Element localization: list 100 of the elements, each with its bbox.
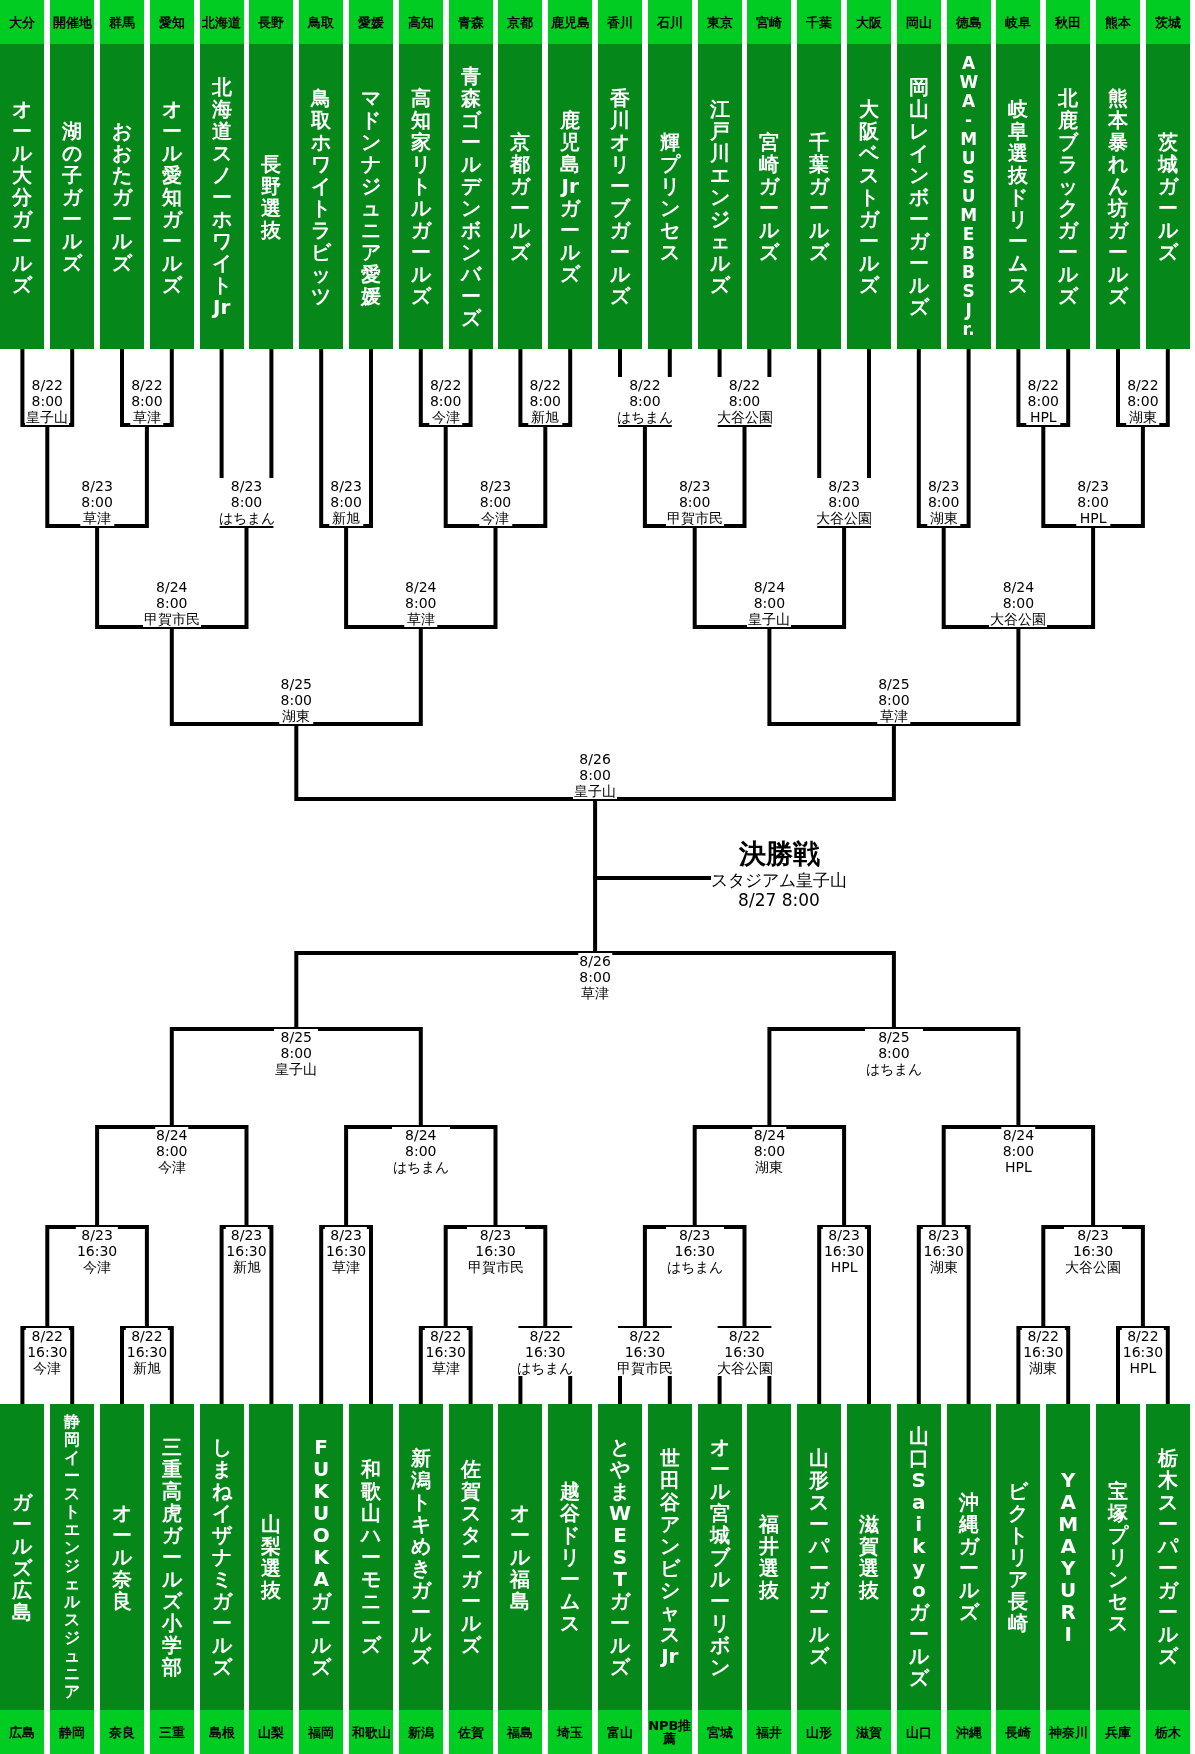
prefecture-header: 京都: [498, 0, 543, 44]
bracket-line: [1043, 349, 1071, 427]
bracket-line: [1116, 1326, 1143, 1404]
bracket-line: [545, 349, 573, 427]
match-info: 8/23 8:00 HPL: [1076, 478, 1110, 526]
prefecture-header: NPB推薦: [647, 1710, 692, 1754]
team-name: 北海道スノーホワイトJr: [211, 75, 232, 318]
team-name: 佐賀スターガールズ: [460, 1458, 481, 1656]
team-name: 越谷ドリームス: [560, 1480, 581, 1634]
bracket-line: [344, 526, 421, 629]
match-info: 8/25 8:00 はちまん: [864, 1029, 923, 1077]
team-name: YAMAYURI: [1058, 1469, 1079, 1645]
bracket-line: [20, 1326, 48, 1404]
bracket-line: [595, 724, 896, 801]
team-card: [946, 0, 991, 349]
team-card: [249, 1404, 294, 1754]
bracket-line: [319, 1225, 347, 1404]
bracket-line: [1018, 526, 1096, 629]
bracket-line: [694, 1225, 747, 1328]
bracket-line: [916, 349, 944, 528]
match-info: 8/23 8:00 草津: [80, 478, 114, 526]
team-card: [299, 1404, 344, 1754]
prefecture-header: 富山: [598, 1710, 642, 1754]
bracket-line: [1043, 1326, 1071, 1404]
bracket-line: [346, 1225, 373, 1404]
bracket-line: [495, 1225, 548, 1328]
match-info: 8/26 8:00 草津: [578, 953, 612, 1001]
match-info: 8/23 8:00 大谷公園: [815, 478, 874, 526]
match-info: 8/23 8:00 今津: [478, 478, 513, 526]
bracket-line: [595, 951, 896, 1029]
prefecture-header: 山口: [896, 1710, 941, 1754]
prefecture-header: 長崎: [996, 1710, 1041, 1754]
bracket-line: [146, 1326, 174, 1404]
team-name: 岡山レインボーガールズ: [908, 75, 929, 318]
bracket-line: [20, 349, 48, 427]
bracket-line: [642, 1225, 695, 1328]
bracket-line: [45, 1225, 98, 1328]
match-info: 8/24 8:00 大谷公園: [989, 579, 1048, 627]
team-name: 茨城ガールズ: [1157, 130, 1178, 263]
bracket-line: [146, 349, 174, 427]
final-detail: スタジアム皇子山: [711, 870, 847, 890]
match-info: 8/22 16:30 新旭: [125, 1328, 169, 1376]
team-card: [647, 0, 692, 349]
team-name: 宮崎ガールズ: [759, 130, 780, 263]
bracket-line: [45, 425, 98, 528]
team-card: [1046, 0, 1091, 349]
prefecture-header: 神奈川: [1046, 1710, 1091, 1754]
team-name: 北鹿ブラックガールズ: [1058, 86, 1079, 307]
team-name: 香川オリーブガールズ: [610, 86, 630, 307]
bracket-line: [769, 1125, 847, 1227]
prefecture-header: 開催地: [50, 0, 95, 44]
team-card: [747, 0, 792, 349]
match-info: 8/23 16:30 大谷公園: [1064, 1227, 1123, 1275]
team-card: [0, 1404, 45, 1754]
team-name: 輝プリンセス: [659, 130, 680, 263]
match-info: 8/23 16:30 はちまん: [665, 1227, 724, 1275]
prefecture-header: 東京: [697, 0, 742, 44]
bracket-line: [593, 876, 711, 953]
team-card: [548, 1404, 593, 1754]
team-card: [249, 0, 294, 349]
team-card: [50, 0, 95, 349]
team-name: 栃木スーパーガールズ: [1157, 1447, 1178, 1667]
bracket-line: [294, 951, 596, 1029]
team-card: [448, 1404, 493, 1754]
match-info: 8/22 8:00 皇子山: [25, 377, 70, 425]
bracket-line: [1093, 425, 1145, 528]
prefecture-header: 鳥取: [299, 0, 344, 44]
match-info: 8/24 8:00 今津: [155, 1127, 189, 1175]
prefecture-header: 高知: [398, 0, 443, 44]
team-name: とやまWESTガールズ: [608, 1436, 632, 1678]
match-info: 8/23 8:00 甲賀市民: [665, 478, 724, 526]
team-name: 宝塚プリンセス: [1108, 1480, 1128, 1634]
prefecture-header: 北海道: [199, 0, 244, 44]
team-card: [996, 0, 1041, 349]
team-card: [149, 0, 194, 349]
match-info: 8/23 16:30 草津: [324, 1227, 368, 1275]
bracket-line: [893, 1027, 1021, 1127]
final-detail: 8/27 8:00: [738, 890, 820, 910]
team-card: [50, 1404, 95, 1754]
bracket-line: [97, 425, 149, 528]
team-card: [1145, 0, 1190, 349]
prefecture-header: 鹿児島: [548, 0, 593, 44]
bracket-line: [694, 425, 747, 528]
bracket-line: [692, 526, 770, 629]
bracket-line: [1041, 425, 1094, 528]
prefecture-header: 愛知: [149, 0, 194, 44]
bracket-line: [817, 1225, 845, 1404]
prefecture-header: 三重: [149, 1710, 194, 1754]
team-card: [896, 1404, 941, 1754]
prefecture-header: 広島: [0, 1710, 45, 1754]
team-name: 湖の子ガールズ: [62, 119, 83, 274]
prefecture-header: 静岡: [50, 1710, 95, 1754]
prefecture-header: 奈良: [100, 1710, 144, 1754]
bracket-line: [1093, 1225, 1145, 1328]
bracket-line: [943, 1225, 971, 1404]
team-name: ビクトリア長崎: [1008, 1480, 1029, 1634]
prefecture-header: 栃木: [1145, 1710, 1190, 1754]
prefecture-header: 岐阜: [996, 0, 1041, 44]
team-name: 山梨選抜: [261, 1513, 282, 1601]
bracket-line: [443, 1225, 496, 1328]
